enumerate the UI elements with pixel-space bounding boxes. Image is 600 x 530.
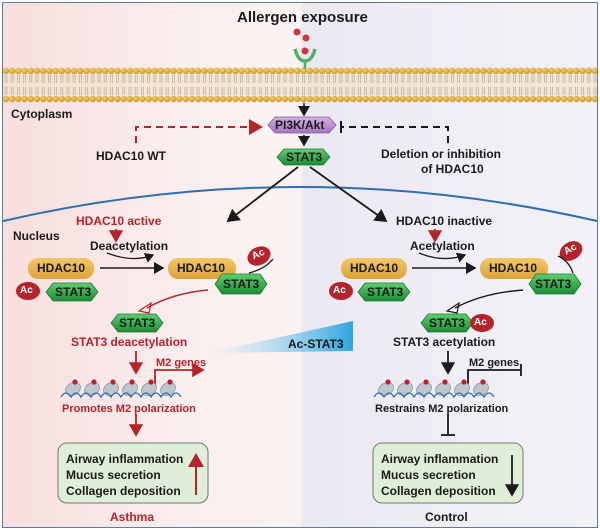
acetyl-mark-icon: [442, 379, 448, 385]
outcome-mucus-secretion: Mucus secretion: [66, 468, 161, 482]
acetyl-mark-icon: [423, 379, 429, 385]
acetyl-mark-icon: [461, 379, 467, 385]
condition-asthma: Asthma: [110, 510, 155, 524]
ac-label: Ac: [20, 285, 33, 296]
hdac10-wt-activation-arrow: [135, 119, 263, 143]
cell-membrane: [3, 67, 597, 103]
acetyl-mark-icon: [72, 379, 78, 385]
nucleosome-icon: [141, 382, 157, 396]
acetyl-mark-icon: [129, 379, 135, 385]
acetyl-mark-icon: [480, 379, 486, 385]
deletion-label-1: Deletion or inhibition: [381, 147, 501, 161]
stat3-label: STAT3: [286, 150, 323, 164]
hdac10-node: [168, 258, 236, 279]
deletion-inhibition-line: [341, 126, 449, 143]
m2-gene-repression-line: [467, 369, 521, 386]
hdac10-node: [480, 258, 548, 279]
outcome-collagen-deposition: Collagen deposition: [66, 484, 181, 498]
hdac10-label: HDAC10: [177, 261, 226, 275]
m2-genes-label: M2 genes: [469, 357, 520, 369]
nuclear-envelope: [3, 186, 597, 222]
acetyl-mark-icon: [167, 379, 173, 385]
stat3-label: STAT3: [367, 285, 404, 299]
deacetylation-label: Deacetylation: [90, 239, 169, 253]
pi3k-akt-label: PI3K/Akt: [275, 118, 325, 132]
stat3-acetylation-label: STAT3 acetylation: [393, 335, 496, 349]
acetyl-group-icon: [16, 282, 40, 300]
acetyl-mark-icon: [385, 379, 391, 385]
hdac10-label: HDAC10: [37, 261, 86, 275]
chromatin-right: [373, 379, 495, 399]
ac-label: Ac: [474, 317, 487, 328]
hdac10-label: HDAC10: [350, 261, 399, 275]
condition-control: Control: [425, 510, 468, 524]
hdac10-label: HDAC10: [489, 261, 538, 275]
restrains-m2-label: Restrains M2 polarization: [375, 403, 509, 415]
nucleosome-icon: [473, 382, 489, 396]
stat3-free-node: [110, 313, 164, 333]
stat3-label: STAT3: [223, 277, 260, 291]
ac-label: Ac: [333, 285, 346, 296]
outcome-box-control: [372, 442, 524, 504]
acetyl-mark-icon: [110, 379, 116, 385]
stat3-label: STAT3: [429, 316, 466, 330]
release-arrow: [454, 289, 524, 309]
m2-genes-label: M2 genes: [156, 357, 207, 369]
hdac10-node: [341, 258, 407, 279]
stat3-label: STAT3: [119, 316, 156, 330]
nucleus-label: Nucleus: [13, 229, 60, 243]
release-arrow: [146, 289, 209, 309]
outcome-mucus-secretion: Mucus secretion: [381, 468, 476, 482]
acetyl-mark-icon: [404, 379, 410, 385]
deletion-label-2: of HDAC10: [421, 162, 484, 176]
stat3-deacetylation-label: STAT3 deacetylation: [71, 335, 188, 349]
ac-stat3-gradient-wedge: [208, 321, 353, 353]
stat3-label: STAT3: [535, 277, 572, 291]
acetyl-group-icon: [559, 241, 583, 261]
acetyl-mark-icon: [91, 379, 97, 385]
outcome-airway-inflammation: Airway inflammation: [381, 452, 499, 466]
acetylation-label: Acetylation: [410, 239, 475, 253]
stat3-node: [528, 273, 582, 295]
dna-strand: [373, 392, 495, 399]
stat3-node: [45, 282, 99, 302]
nucleosome-icon: [160, 382, 176, 396]
stat3-node: [214, 273, 268, 295]
acetyl-mark-icon: [148, 379, 154, 385]
hdac10-inactive-label: HDAC10 inactive: [396, 214, 493, 228]
dna-strand: [60, 392, 182, 399]
stat3-node: [357, 282, 411, 302]
title: Allergen exposure: [237, 9, 368, 26]
ac-stat3-gradient-label: Ac-STAT3: [288, 337, 344, 351]
outcome-airway-inflammation: Airway inflammation: [66, 452, 184, 466]
hdac10-node: [28, 258, 94, 279]
allergen-icon: [293, 28, 310, 55]
acetyl-group-icon: [329, 282, 353, 300]
pi3k-akt-node: [267, 116, 337, 134]
promotes-m2-label: Promotes M2 polarization: [62, 403, 196, 415]
nucleosome-icon: [454, 382, 470, 396]
hdac10-active-label: HDAC10 active: [76, 214, 162, 228]
stat3-label: STAT3: [55, 285, 92, 299]
outcome-box-asthma: [57, 442, 209, 504]
outcome-collagen-deposition: Collagen deposition: [381, 484, 496, 498]
pathway-diagram: [3, 28, 597, 504]
m2-gene-activation-arrow: [154, 362, 205, 386]
acetyl-group-icon: [247, 246, 271, 266]
acetyl-group-icon: [470, 314, 494, 332]
stat3-acetylated-node: [420, 313, 474, 333]
chromatin-left: [60, 379, 182, 399]
hdac10-wt-label: HDAC10 WT: [96, 149, 167, 163]
stat3-cytoplasm-node: [276, 148, 331, 166]
cytoplasm-label: Cytoplasm: [11, 107, 73, 121]
